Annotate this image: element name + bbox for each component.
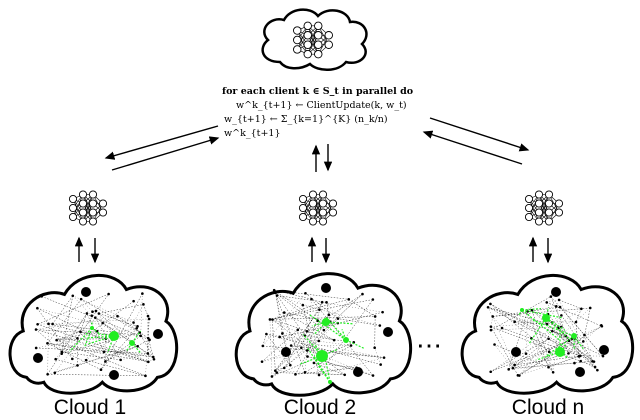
server-cloud <box>263 10 367 70</box>
cloudn-client-graph <box>487 287 609 377</box>
cloud1-client-graph <box>33 287 163 380</box>
server-network-icon <box>293 22 332 58</box>
cloud-1-shape <box>10 275 177 393</box>
algo-line-1: for each client k ∈ S_t in parallel do <box>222 85 442 99</box>
algo-line-3: w_{t+1} ← Σ_{k=1}^{K} (n_k/n) w^k_{t+1} <box>222 113 442 141</box>
cloud1-model-icon <box>69 191 106 225</box>
cloudn-model-icon <box>525 191 562 225</box>
cloud-2-label: Cloud 2 <box>284 396 356 420</box>
cloud-n-label: Cloud n <box>512 396 584 420</box>
aggregation-algorithm: for each client k ∈ S_t in parallel do w… <box>222 85 442 141</box>
cloud-1-label: Cloud 1 <box>54 396 126 420</box>
arrows-models-clouds <box>79 238 548 262</box>
ellipsis: ⋯ <box>416 330 445 361</box>
cloud2-model-icon <box>299 191 336 225</box>
cloud2-client-graph <box>261 283 393 384</box>
cloud-n-shape <box>462 275 633 393</box>
algo-line-2: w^k_{t+1} ← ClientUpdate(k, w_t) <box>222 99 442 113</box>
